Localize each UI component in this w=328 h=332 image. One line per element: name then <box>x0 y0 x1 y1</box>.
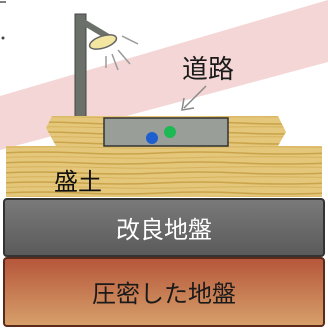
improved-ground-layer <box>3 198 325 257</box>
embankment-lower <box>6 146 322 197</box>
compacted-ground-layer <box>3 257 325 327</box>
lamp-pole <box>74 13 87 119</box>
lamp-head <box>88 34 118 50</box>
compacted-ground-label: 圧密した地盤 <box>92 280 236 308</box>
improved-ground-label: 改良地盤 <box>116 216 212 244</box>
road-blue-dot <box>146 132 158 144</box>
road-pointer-arrow <box>181 85 207 111</box>
road-green-dot <box>164 126 176 138</box>
road-label: 道路 <box>182 55 234 85</box>
embankment-label: 盛土 <box>54 168 102 196</box>
frame-dot <box>1 36 5 40</box>
street-lamp <box>74 13 139 119</box>
lamp-light-rays <box>105 35 139 71</box>
